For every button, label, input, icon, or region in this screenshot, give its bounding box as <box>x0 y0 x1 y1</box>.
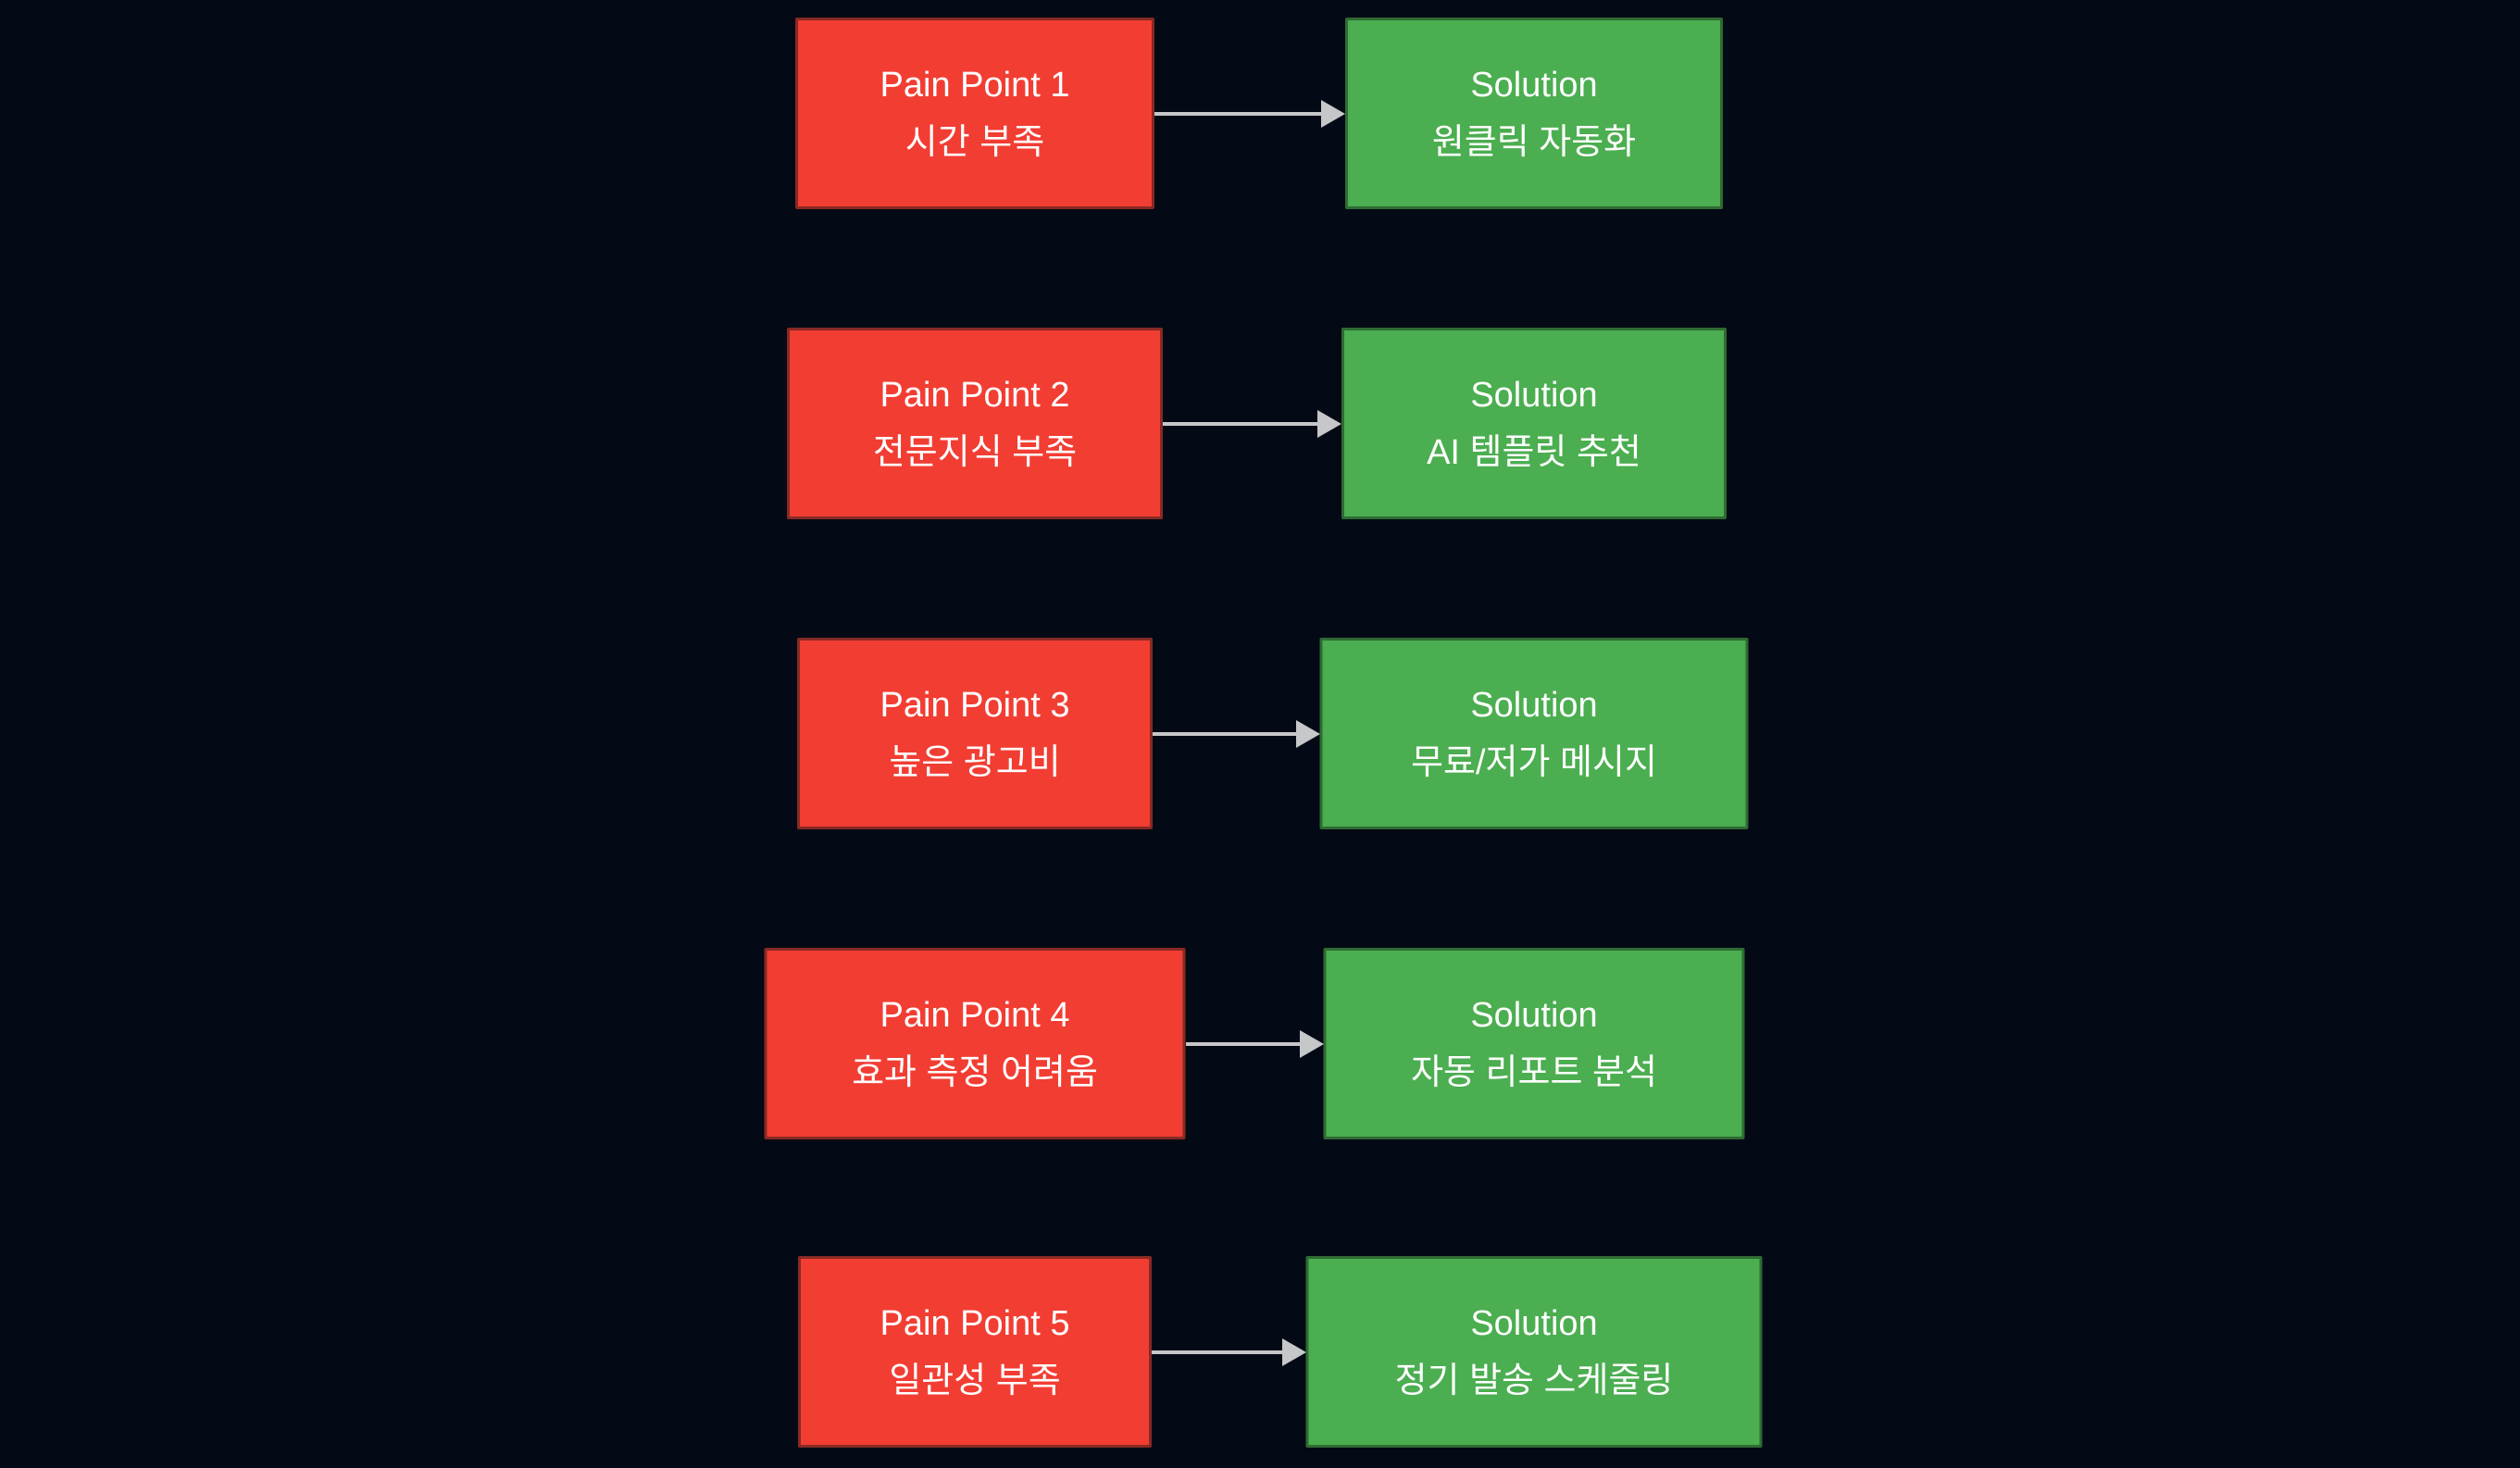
arrowhead-icon <box>1295 719 1320 748</box>
solution-desc: 정기 발송 스케줄링 <box>1394 1361 1674 1400</box>
pain-point-title: Pain Point 4 <box>880 995 1070 1035</box>
pain-point-node: Pain Point 2 전문지식 부족 <box>787 328 1163 519</box>
pain-point-desc: 일관성 부족 <box>889 1361 1061 1400</box>
solution-desc: AI 템플릿 추천 <box>1427 432 1641 472</box>
solution-node: Solution 무료/저가 메시지 <box>1319 638 1749 829</box>
solution-desc: 자동 리포트 분석 <box>1411 1052 1657 1092</box>
arrow-line <box>1152 1350 1286 1354</box>
pain-point-desc: 시간 부족 <box>904 122 1045 162</box>
pain-point-node: Pain Point 3 높은 광고비 <box>797 638 1153 829</box>
solution-desc: 원클릭 자동화 <box>1431 122 1637 162</box>
pain-point-title: Pain Point 3 <box>880 685 1070 725</box>
solution-node: Solution AI 템플릿 추천 <box>1341 328 1727 519</box>
arrowhead-icon <box>1299 1029 1324 1058</box>
flow-row: Pain Point 5 일관성 부족 Solution 정기 발송 스케줄링 <box>0 1256 2520 1448</box>
solution-title: Solution <box>1470 65 1598 105</box>
solution-title: Solution <box>1470 375 1598 415</box>
arrow-line <box>1163 421 1321 426</box>
arrowhead-icon <box>1321 99 1345 128</box>
arrowhead-icon <box>1317 409 1341 438</box>
solution-node: Solution 정기 발송 스케줄링 <box>1305 1256 1763 1448</box>
pain-point-node: Pain Point 5 일관성 부족 <box>798 1256 1152 1448</box>
arrow-line <box>1153 731 1300 736</box>
pain-point-node: Pain Point 1 시간 부족 <box>795 18 1154 209</box>
flow-row: Pain Point 4 효과 측정 어려움 Solution 자동 리포트 분… <box>0 948 2520 1139</box>
pain-point-desc: 효과 측정 어려움 <box>852 1052 1098 1092</box>
solution-node: Solution 원클릭 자동화 <box>1345 18 1723 209</box>
arrowhead-icon <box>1281 1337 1306 1366</box>
solution-desc: 무료/저가 메시지 <box>1411 742 1657 782</box>
flow-row: Pain Point 1 시간 부족 Solution 원클릭 자동화 <box>0 18 2520 209</box>
flow-row: Pain Point 2 전문지식 부족 Solution AI 템플릿 추천 <box>0 328 2520 519</box>
pain-point-title: Pain Point 2 <box>880 375 1070 415</box>
solution-title: Solution <box>1470 1303 1598 1343</box>
pain-point-node: Pain Point 4 효과 측정 어려움 <box>764 948 1186 1139</box>
pain-point-title: Pain Point 1 <box>880 65 1070 105</box>
arrow-line <box>1154 111 1325 116</box>
pain-point-desc: 전문지식 부족 <box>872 432 1078 472</box>
arrow-line <box>1185 1041 1304 1046</box>
flow-row: Pain Point 3 높은 광고비 Solution 무료/저가 메시지 <box>0 638 2520 829</box>
solution-title: Solution <box>1470 685 1598 725</box>
pain-point-title: Pain Point 5 <box>880 1303 1070 1343</box>
solution-node: Solution 자동 리포트 분석 <box>1323 948 1745 1139</box>
pain-point-desc: 높은 광고비 <box>889 742 1061 782</box>
solution-title: Solution <box>1470 995 1598 1035</box>
